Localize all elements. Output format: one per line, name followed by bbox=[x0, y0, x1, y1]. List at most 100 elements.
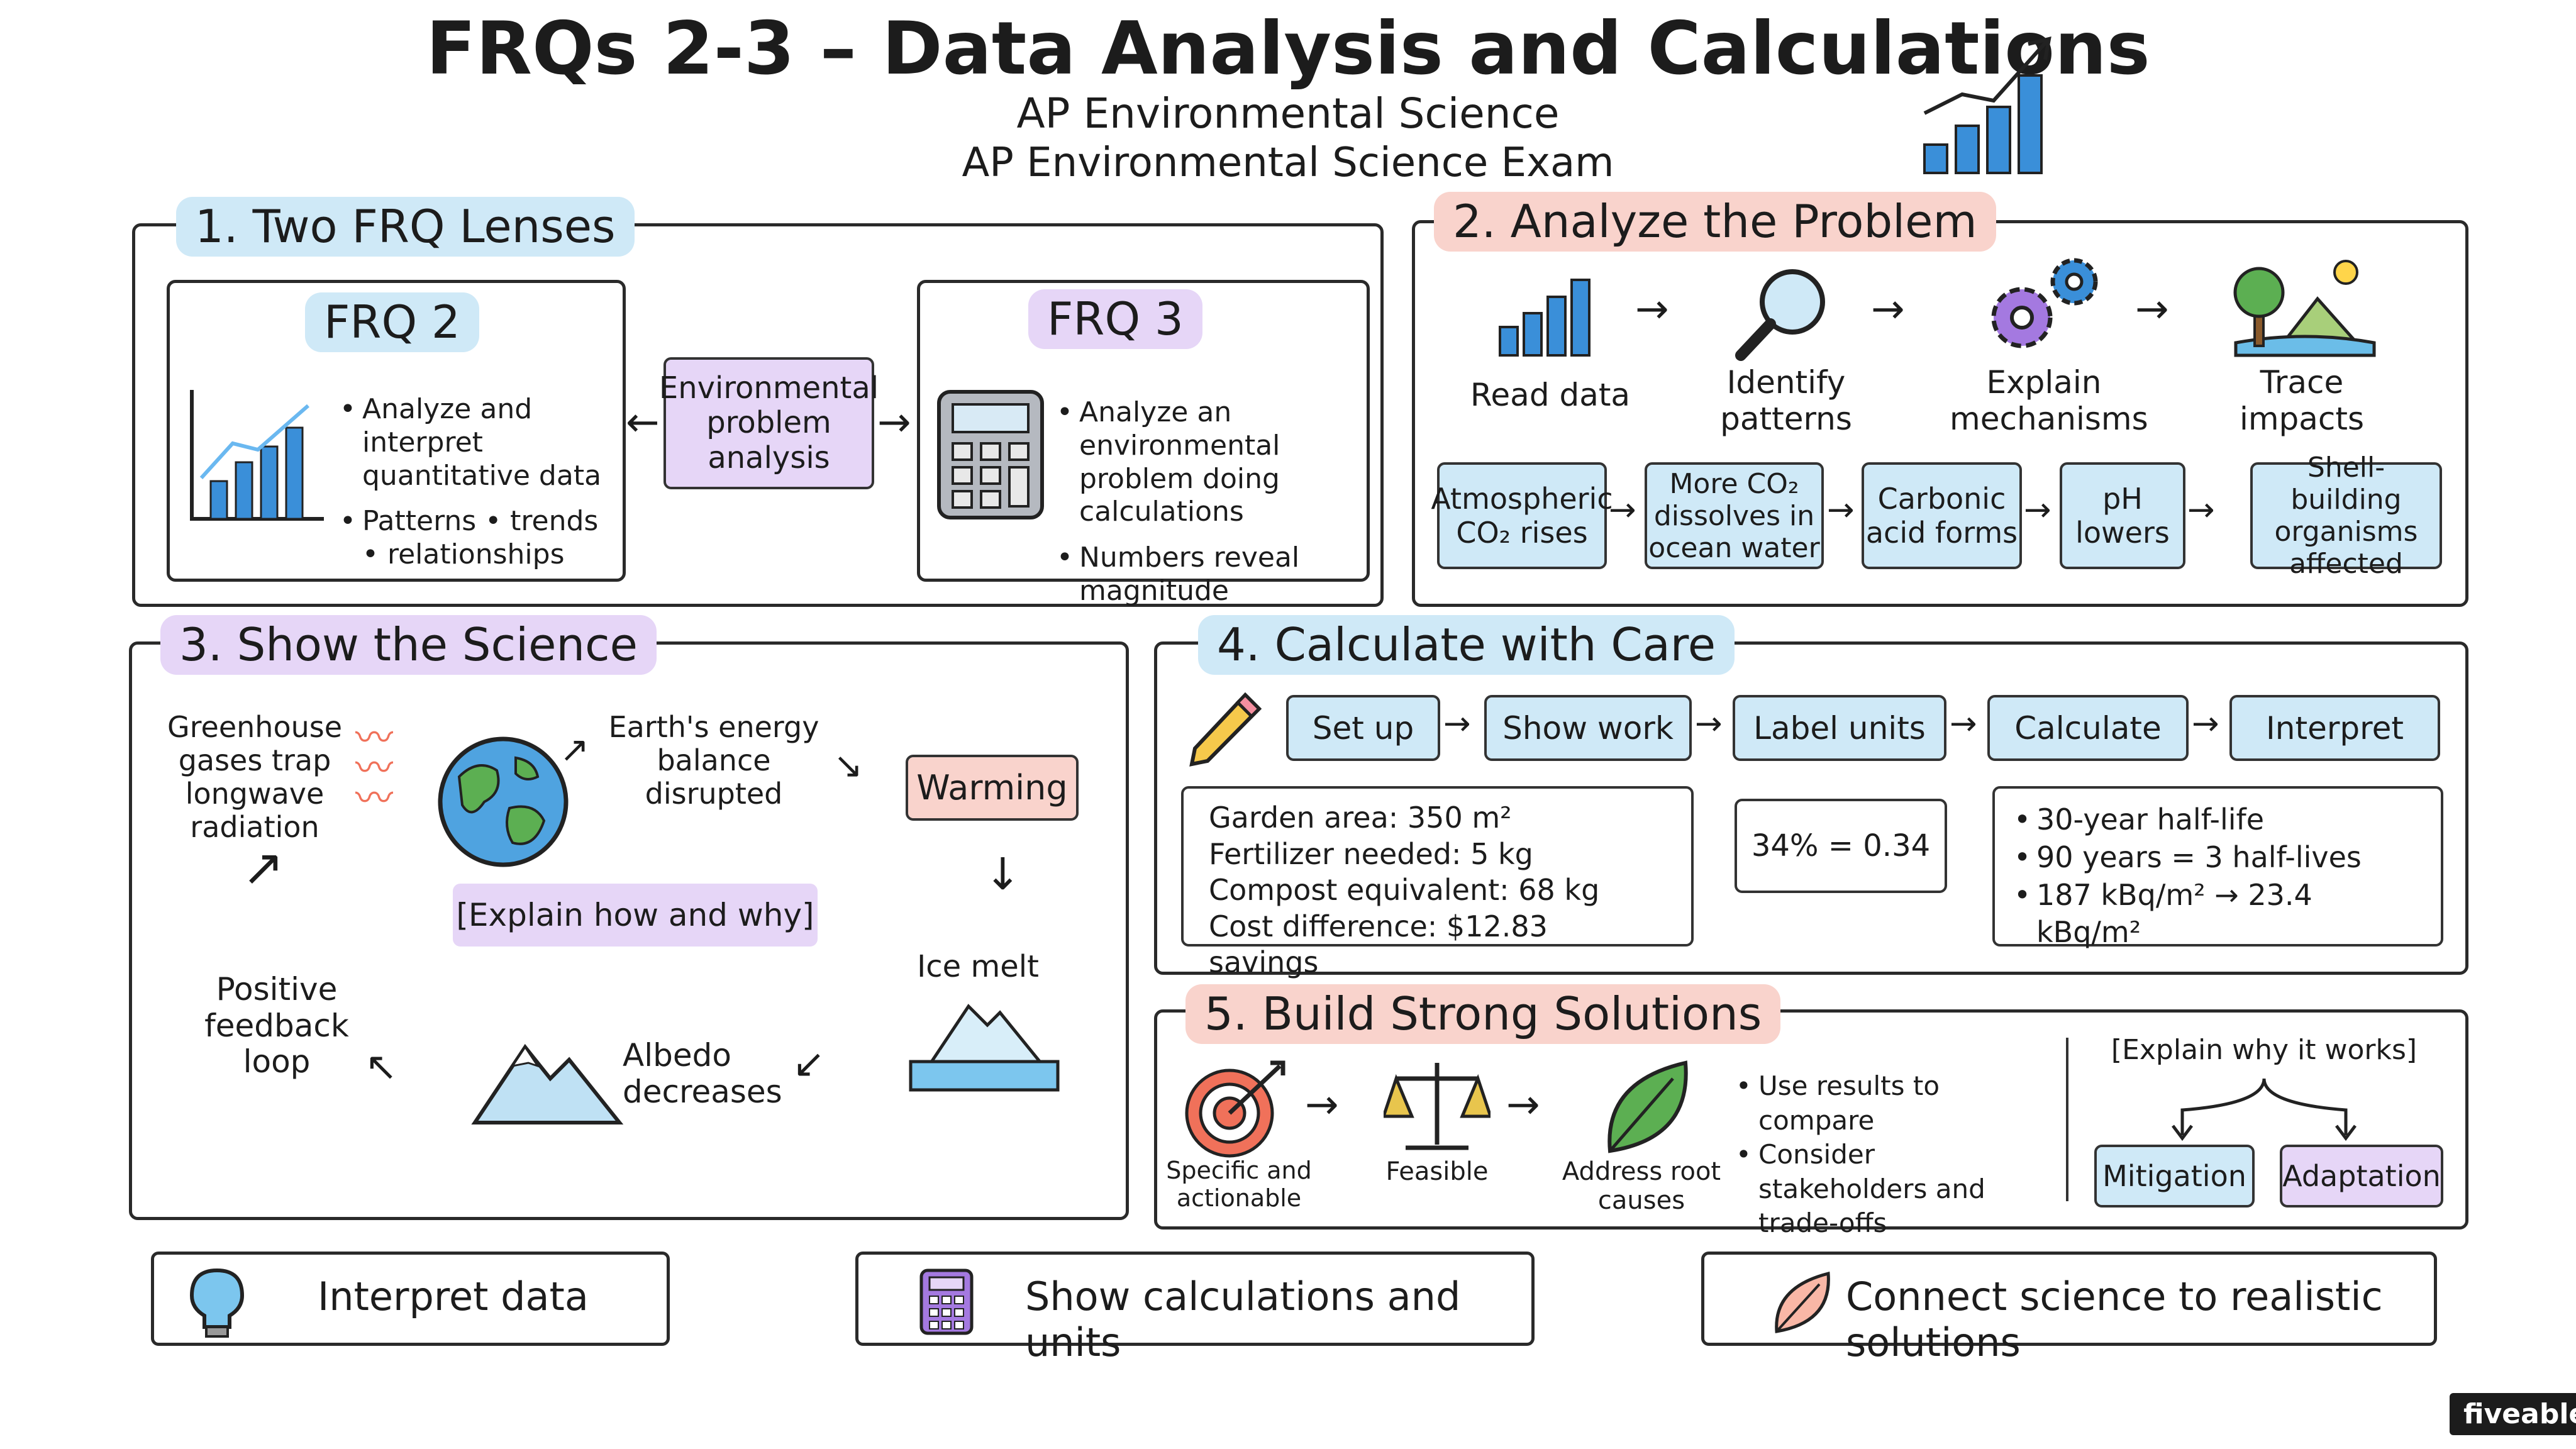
mitigation-box: Mitigation bbox=[2094, 1145, 2255, 1208]
example-line: Compost equivalent: 68 kg bbox=[1209, 873, 1600, 907]
step-read-data: Read data bbox=[1470, 377, 1631, 413]
iceberg-icon bbox=[909, 1004, 1060, 1092]
arrow-up: ↗ bbox=[242, 838, 285, 897]
arrow-right: → bbox=[1827, 491, 1855, 529]
arrow-left: ↖ bbox=[365, 1043, 397, 1089]
divider bbox=[2066, 1038, 2068, 1201]
arrow-right: → bbox=[2024, 491, 2051, 529]
solution-bullet: Use results to compare bbox=[1736, 1069, 2050, 1138]
adaptation-box: Adaptation bbox=[2280, 1145, 2443, 1208]
footer-label: Connect science to realistic solutions bbox=[1846, 1274, 2383, 1365]
leaf-icon bbox=[1607, 1060, 1688, 1153]
step-set-up: Set up bbox=[1286, 695, 1440, 761]
arrow-right: → bbox=[2192, 705, 2219, 743]
solution-bullets: Use results to compare Consider stakehol… bbox=[1736, 1069, 2050, 1241]
chain-shell-organisms: Shell-building organisms affected bbox=[2250, 452, 2442, 580]
explain-why-label: [Explain why it works] bbox=[2111, 1034, 2418, 1066]
arrow-left: ↙ bbox=[792, 1040, 825, 1086]
arrow-right: → bbox=[2135, 286, 2169, 333]
chain-atmospheric-co2: Atmospheric CO₂ rises bbox=[1431, 462, 1613, 569]
example-line: Cost difference: $12.83 savings bbox=[1209, 909, 1548, 980]
section4-title: 4. Calculate with Care bbox=[1198, 615, 1735, 675]
step-show-work: Show work bbox=[1484, 695, 1692, 761]
frq3-title: FRQ 3 bbox=[1028, 289, 1202, 350]
fiveable-logo: fiveable bbox=[2450, 1393, 2576, 1435]
frq3-bullet: Analyze an environmental problem doing c… bbox=[1057, 396, 1365, 529]
arrow-right: → bbox=[1443, 705, 1471, 743]
frq2-bullet: Analyze and interpret quantitative data bbox=[340, 393, 616, 492]
arrow-right: → bbox=[1695, 705, 1723, 743]
page-subtitle-exam: AP Environmental Science Exam bbox=[962, 140, 1614, 186]
ice-melt-label: Ice melt bbox=[917, 949, 1039, 984]
page-title: FRQs 2-3 – Data Analysis and Calculation… bbox=[426, 6, 2150, 91]
earth-icon bbox=[438, 736, 569, 867]
step-identify-patterns: Identify patterns bbox=[1720, 364, 1852, 437]
gears-icon bbox=[1991, 258, 2098, 348]
target-icon bbox=[1185, 1060, 1285, 1158]
example-line: Garden area: 350 m² bbox=[1209, 801, 1512, 835]
footer-label: Interpret data bbox=[318, 1274, 589, 1319]
criterion-feasible: Feasible bbox=[1385, 1157, 1489, 1186]
magnifier-icon bbox=[1735, 269, 1825, 361]
arrow-right: → bbox=[1305, 1082, 1339, 1128]
arrow-right: ↗ bbox=[560, 730, 589, 770]
frq2-title: FRQ 2 bbox=[305, 292, 479, 353]
arrow-right: → bbox=[1871, 286, 1905, 333]
page-subtitle: AP Environmental Science bbox=[1016, 89, 1560, 138]
solution-bullet: Consider stakeholders and trade-offs bbox=[1736, 1138, 2050, 1241]
arrow-right: → bbox=[1506, 1082, 1540, 1128]
footer-card-interpret: Interpret data bbox=[151, 1252, 670, 1346]
section3-title: 3. Show the Science bbox=[160, 615, 657, 675]
example-line: 187 kBq/m² → 23.4 kBq/m² bbox=[2014, 877, 2422, 952]
arrow-right: → bbox=[1635, 286, 1669, 333]
step-calculate: Calculate bbox=[1987, 695, 2189, 761]
footer-label: Show calculations and units bbox=[1025, 1274, 1461, 1365]
step-label-units: Label units bbox=[1733, 695, 1946, 761]
chain-carbonic-acid: Carbonic acid forms bbox=[1862, 462, 2022, 569]
scale-icon bbox=[1384, 1063, 1491, 1150]
arrow-right: → bbox=[2187, 491, 2215, 529]
heat-waves-icon: 〰〰〰 bbox=[355, 716, 393, 821]
pencil-icon bbox=[1189, 692, 1262, 767]
bar-chart-icon bbox=[190, 390, 324, 521]
energy-balance-label: Earth's energy balance disrupted bbox=[608, 710, 819, 811]
warming-box: Warming bbox=[906, 755, 1079, 821]
explain-how-why-box: [Explain how and why] bbox=[453, 884, 818, 947]
step-interpret: Interpret bbox=[2229, 695, 2440, 761]
arrow-left: ← bbox=[626, 399, 660, 446]
environmental-problem-box: Environmental problem analysis bbox=[659, 357, 879, 489]
step-trace-impacts: Trace impacts bbox=[2239, 364, 2365, 437]
frq2-bullets: Analyze and interpret quantitative data … bbox=[340, 393, 616, 572]
section2-title: 2. Analyze the Problem bbox=[1434, 192, 1996, 252]
snow-mountain-icon bbox=[471, 1043, 624, 1124]
chain-ph-lowers: pH lowers bbox=[2060, 462, 2185, 569]
leaf-icon bbox=[1775, 1271, 1830, 1333]
feedback-loop-label: Positive feedback loop bbox=[204, 971, 349, 1080]
step-explain-mechanisms: Explain mechanisms bbox=[1950, 364, 2148, 437]
criterion-specific: Specific and actionable bbox=[1166, 1157, 1312, 1212]
lightbulb-icon bbox=[189, 1268, 245, 1338]
arrow-right: → bbox=[877, 399, 911, 446]
footer-card-calculations: Show calculations and units bbox=[855, 1252, 1535, 1365]
albedo-label: Albedo decreases bbox=[623, 1037, 782, 1110]
frq3-bullets: Analyze an environmental problem doing c… bbox=[1057, 396, 1365, 608]
landscape-icon bbox=[2233, 260, 2376, 357]
criterion-root-causes: Address root causes bbox=[1562, 1157, 1721, 1215]
section1-title: 1. Two FRQ Lenses bbox=[176, 197, 635, 257]
example-line: 90 years = 3 half-lives bbox=[2014, 839, 2422, 877]
branch-arrows bbox=[2172, 1078, 2357, 1141]
percent-example-box: 34% = 0.34 bbox=[1735, 799, 1947, 893]
half-life-example-box: 30-year half-life 90 years = 3 half-live… bbox=[1992, 786, 2443, 949]
garden-example-box: Garden area: 350 m² Fertilizer needed: 5… bbox=[1181, 786, 1694, 979]
section5-title: 5. Build Strong Solutions bbox=[1185, 984, 1781, 1045]
growth-chart-icon bbox=[1923, 36, 2051, 174]
arrow-right: → bbox=[1609, 491, 1636, 529]
calculator-icon bbox=[937, 390, 1044, 519]
greenhouse-label: Greenhouse gases trap longwave radiation bbox=[167, 710, 343, 844]
chain-co2-dissolves: More CO₂ dissolves in ocean water bbox=[1645, 462, 1824, 569]
calculator-icon bbox=[919, 1269, 974, 1335]
bar-chart-icon bbox=[1499, 279, 1591, 357]
example-line: 30-year half-life bbox=[2014, 801, 2422, 839]
arrow-down: ↓ bbox=[984, 848, 1021, 900]
example-line: Fertilizer needed: 5 kg bbox=[1209, 836, 1533, 871]
